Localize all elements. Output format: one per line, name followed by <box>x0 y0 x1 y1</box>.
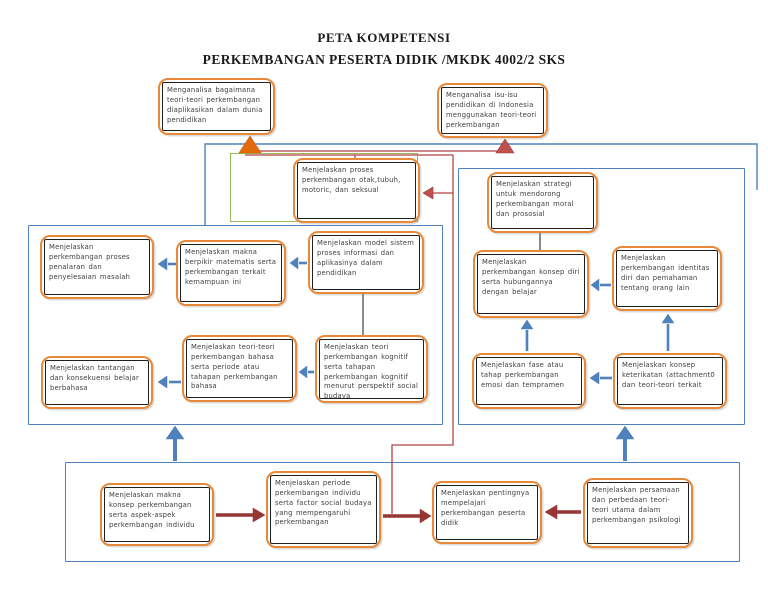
right-competency-group <box>458 168 745 425</box>
concept-box-konsep-diri: Menjelaskan perkembangan konsep diri ser… <box>473 250 589 318</box>
arrow-into-analisa-isu <box>495 138 515 154</box>
concept-box-label: Menjelaskan perkembangan konsep diri ser… <box>482 258 580 296</box>
red-arrowheads <box>422 138 515 200</box>
concept-box-label: Menjelaskan perkembangan identitas diri … <box>621 254 710 292</box>
blue-arrows <box>157 256 675 461</box>
concept-box-inner: Menjelaskan makna konsep perkembangan se… <box>104 487 210 542</box>
page-title: PETA KOMPETENSI <box>317 30 451 45</box>
concept-box-matematis: Menjelaskan makna berpikir matematis ser… <box>176 240 286 306</box>
concept-box-inner: Menganalisa isu-isu pendidikan di Indone… <box>441 87 544 134</box>
concept-box-inner: Menjelaskan strategi untuk mendorong per… <box>491 176 594 229</box>
concept-box-label: Menjelaskan teori perkembangan kognitif … <box>324 343 419 399</box>
page-subtitle: PERKEMBANGAN PESERTA DIDIK /MKDK 4002/2 … <box>202 52 566 67</box>
concept-box-bahasa: Menjelaskan teori-teori perkembangan bah… <box>182 335 297 402</box>
concept-box-inner: Menjelaskan tantangan dan konsekuensi be… <box>45 360 149 405</box>
blue-routing-line <box>204 143 758 225</box>
concept-box-tantangan: Menjelaskan tantangan dan konsekuensi be… <box>41 356 153 409</box>
concept-box-periode: Menjelaskan periode perkembangan individ… <box>266 471 381 548</box>
concept-box-inner: Menjelaskan periode perkembangan individ… <box>270 475 377 544</box>
concept-box-label: Menjelaskan persamaan dan perbedaan teor… <box>592 486 681 524</box>
bottom-competency-group <box>65 462 740 562</box>
concept-box-kognitif: Menjelaskan teori perkembangan kognitif … <box>315 335 428 403</box>
concept-box-inner: Menjelaskan proses perkembangan otak,tub… <box>297 162 416 219</box>
left-competency-group <box>28 225 443 425</box>
red-routing-lines <box>245 150 505 514</box>
black-connectors <box>362 233 541 336</box>
concept-box-inner: Menganalisa bagaimana teori-teori perkem… <box>162 82 271 131</box>
concept-box-inner: Menjelaskan makna berpikir matematis ser… <box>180 244 282 302</box>
concept-box-otak: Menjelaskan proses perkembangan otak,tub… <box>293 158 420 223</box>
maroon-arrows <box>216 504 581 524</box>
concept-box-label: Menjelaskan teori-teori perkembangan bah… <box>191 343 278 391</box>
concept-box-label: Menjelaskan strategi untuk mendorong per… <box>496 180 574 218</box>
concept-box-inner: Menjelaskan perkembangan proses penalara… <box>44 239 150 295</box>
arrow-into-otak-box <box>422 186 434 200</box>
concept-box-inner: Menjelaskan perkembangan identitas diri … <box>616 250 718 307</box>
arrow-into-analisa-aplikasi <box>238 135 262 154</box>
concept-box-label: Menjelaskan periode perkembangan individ… <box>275 479 372 527</box>
concept-box-inner: Menjelaskan perkembangan konsep diri ser… <box>477 254 585 314</box>
concept-box-label: Menjelaskan proses perkembangan otak,tub… <box>302 166 401 194</box>
concept-box-label: Menganalisa isu-isu pendidikan di Indone… <box>446 91 537 129</box>
concept-box-label: Menjelaskan makna konsep perkembangan se… <box>109 491 195 529</box>
concept-box-label: Menjelaskan perkembangan proses penalara… <box>49 243 131 281</box>
concept-box-model-sistem: Menjelaskan model sistem proses informas… <box>308 231 424 294</box>
concept-box-label: Menjelaskan fase atau tahap perkembangan… <box>481 361 565 389</box>
concept-box-label: Menjelaskan konsep keterikatan (attachme… <box>622 361 715 389</box>
concept-box-inner: Menjelaskan teori-teori perkembangan bah… <box>186 339 293 398</box>
concept-box-inner: Menjelaskan persamaan dan perbedaan teor… <box>587 482 689 544</box>
concept-box-pentingnya: Menjelaskan pentingnya mempelajari perke… <box>432 481 542 544</box>
concept-box-inner: Menjelaskan model sistem proses informas… <box>312 235 420 290</box>
concept-box-label: Menjelaskan model sistem proses informas… <box>317 239 415 277</box>
concept-box-strategi: Menjelaskan strategi untuk mendorong per… <box>487 172 598 233</box>
concept-box-fase-emosi: Menjelaskan fase atau tahap perkembangan… <box>472 353 586 409</box>
concept-box-keterikatan: Menjelaskan konsep keterikatan (attachme… <box>613 353 727 409</box>
concept-box-label: Menganalisa bagaimana teori-teori perkem… <box>167 86 263 124</box>
concept-box-label: Menjelaskan pentingnya mempelajari perke… <box>441 489 530 527</box>
concept-box-analisa-isu: Menganalisa isu-isu pendidikan di Indone… <box>437 83 548 138</box>
concept-box-label: Menjelaskan tantangan dan konsekuensi be… <box>50 364 139 392</box>
concept-box-identitas: Menjelaskan perkembangan identitas diri … <box>612 246 722 311</box>
concept-box-inner: Menjelaskan pentingnya mempelajari perke… <box>436 485 538 540</box>
concept-box-label: Menjelaskan makna berpikir matematis ser… <box>185 248 277 286</box>
concept-box-inner: Menjelaskan konsep keterikatan (attachme… <box>617 357 723 405</box>
concept-box-inner: Menjelaskan fase atau tahap perkembangan… <box>476 357 582 405</box>
concept-box-analisa-aplikasi: Menganalisa bagaimana teori-teori perkem… <box>158 78 275 135</box>
concept-box-inner: Menjelaskan teori perkembangan kognitif … <box>319 339 424 399</box>
concept-box-persamaan: Menjelaskan persamaan dan perbedaan teor… <box>583 478 693 548</box>
concept-box-penalaran: Menjelaskan perkembangan proses penalara… <box>40 235 154 299</box>
concept-box-makna-konsep: Menjelaskan makna konsep perkembangan se… <box>100 483 214 546</box>
